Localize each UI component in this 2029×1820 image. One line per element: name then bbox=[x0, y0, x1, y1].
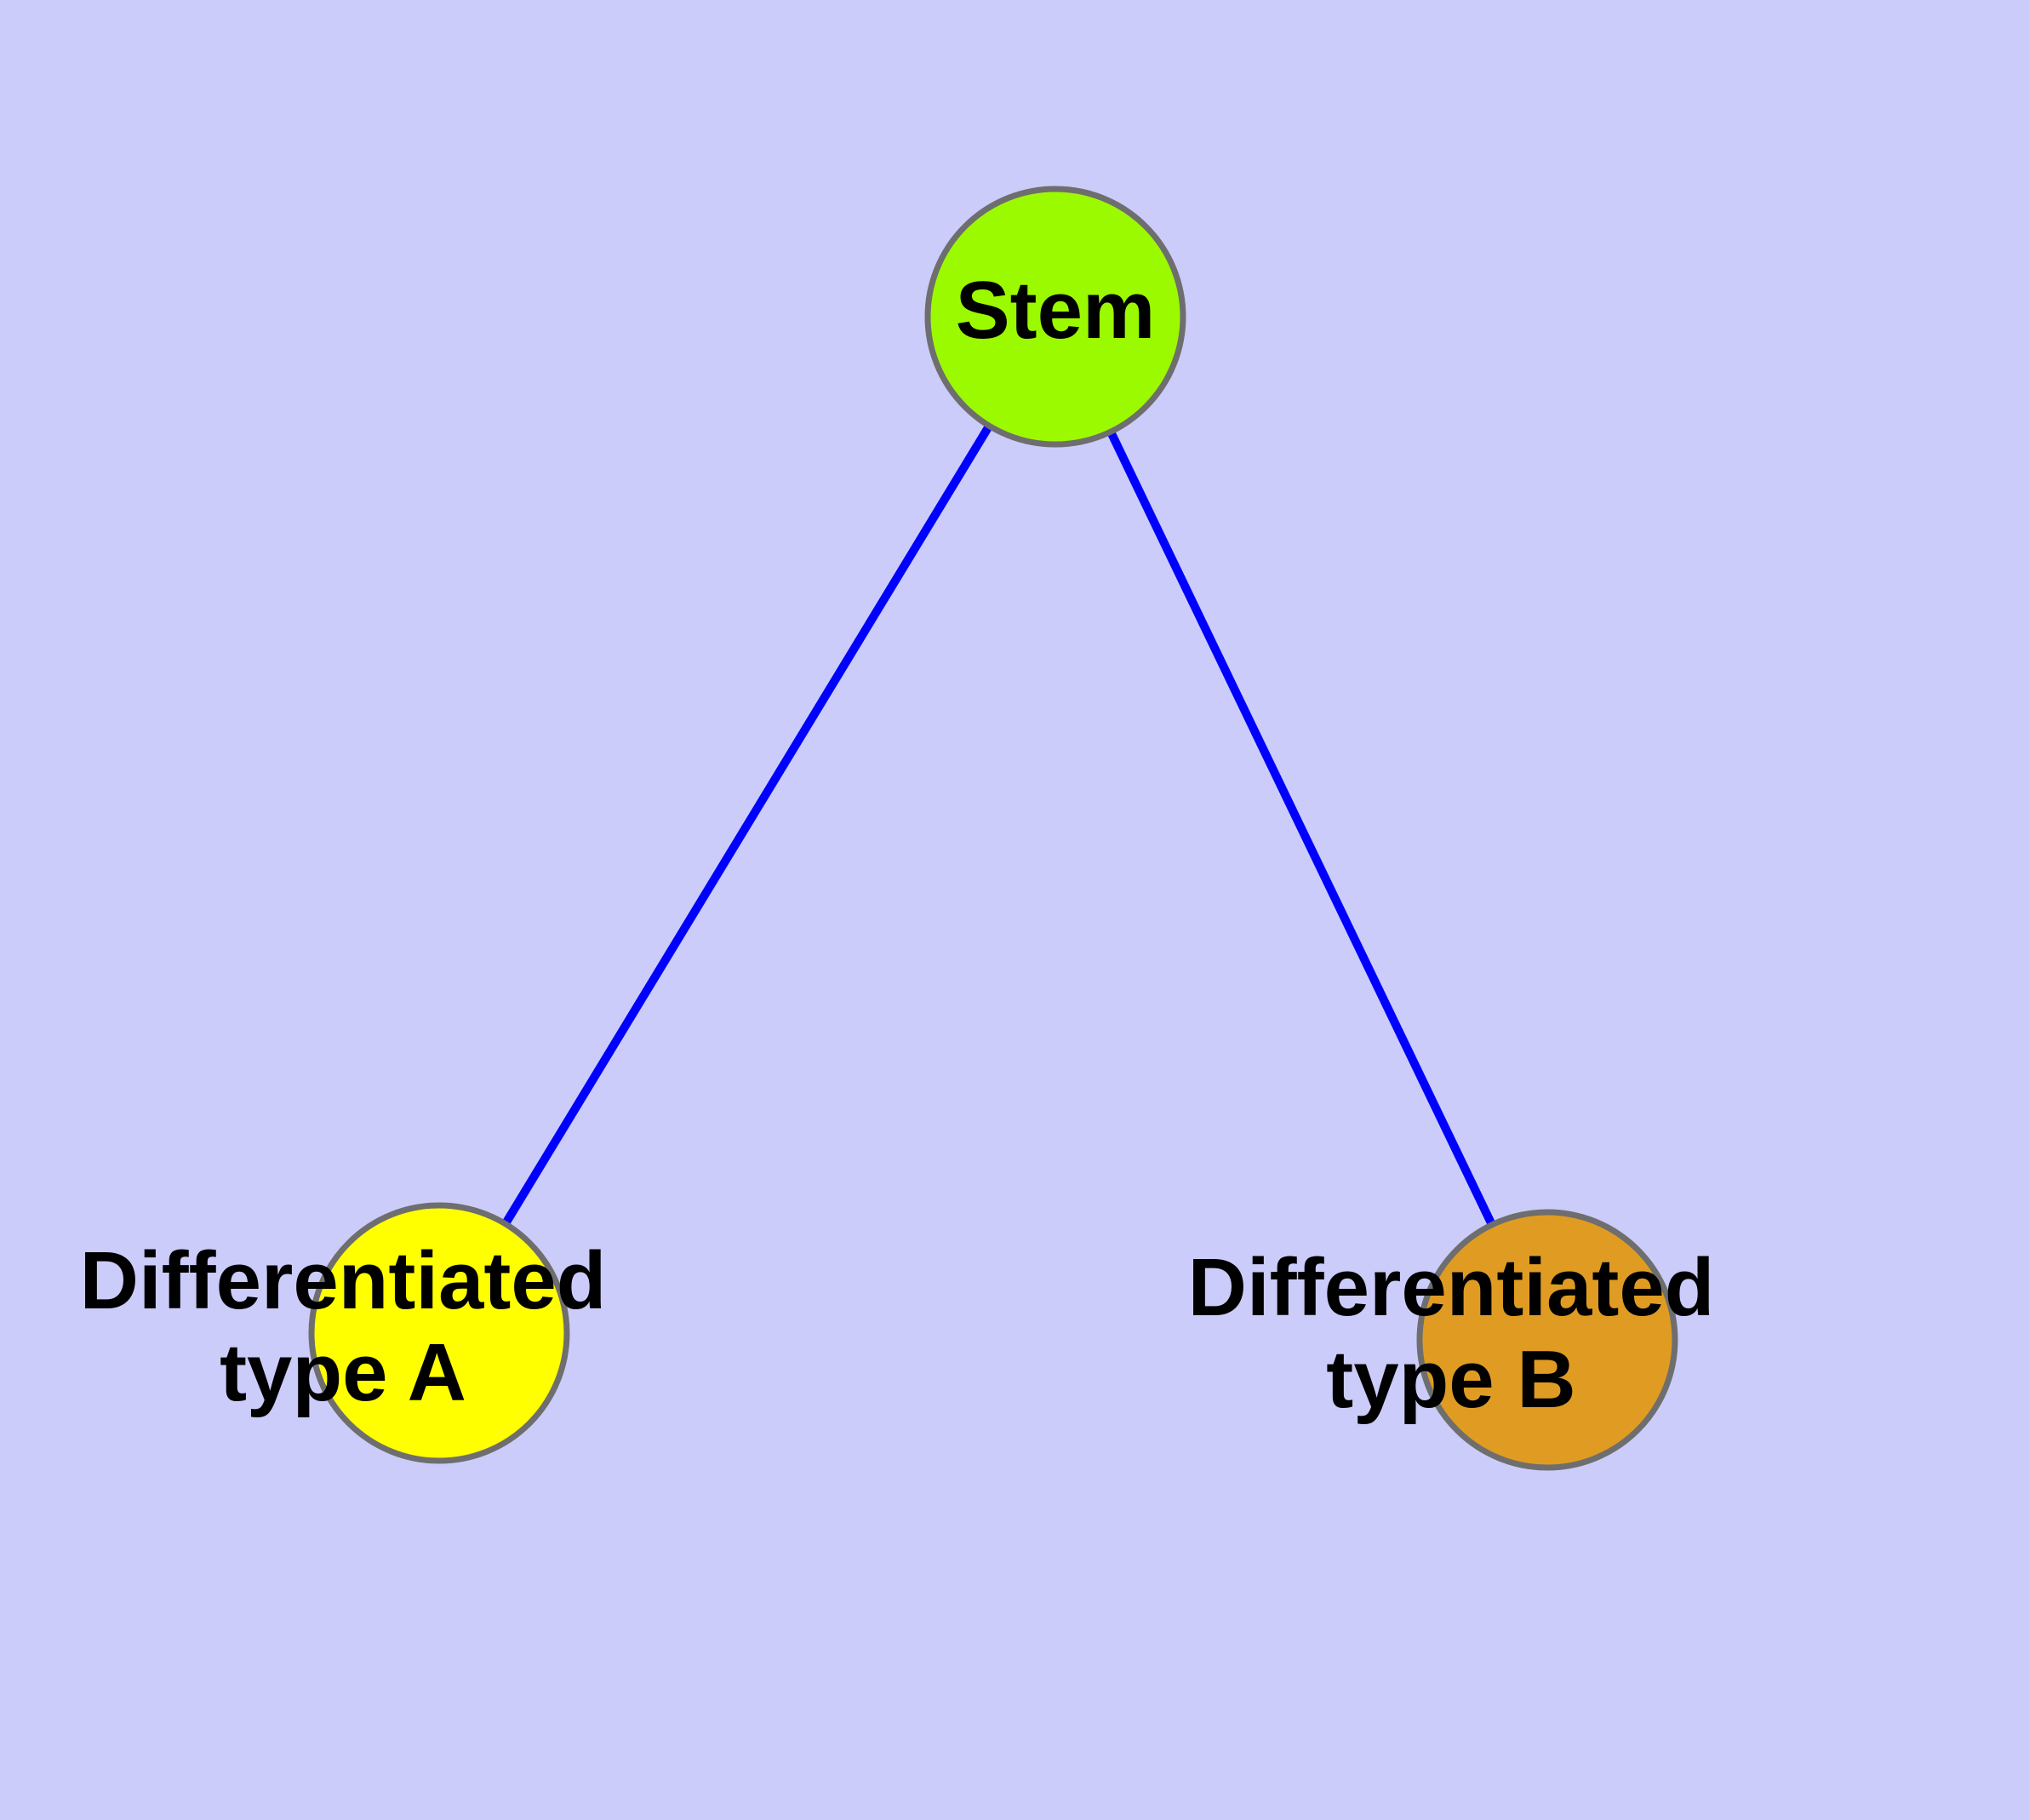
node-label-stem: Stem bbox=[956, 265, 1156, 356]
edge-stem-to-a bbox=[501, 423, 993, 1227]
nodes-layer bbox=[308, 186, 1678, 1471]
node-diff-b[interactable] bbox=[1416, 1209, 1678, 1471]
edge-stem-to-b bbox=[1106, 430, 1496, 1227]
node-stem[interactable] bbox=[924, 186, 1186, 448]
node-label-line: Stem bbox=[956, 265, 1156, 356]
node-diff-a[interactable] bbox=[308, 1202, 570, 1464]
node-label-line: type B bbox=[1326, 1334, 1575, 1425]
node-label-line: Differentiated bbox=[80, 1235, 607, 1326]
edges-layer bbox=[501, 423, 1496, 1227]
node-label-line: type A bbox=[220, 1327, 466, 1418]
node-label-line: Differentiated bbox=[1188, 1242, 1715, 1333]
